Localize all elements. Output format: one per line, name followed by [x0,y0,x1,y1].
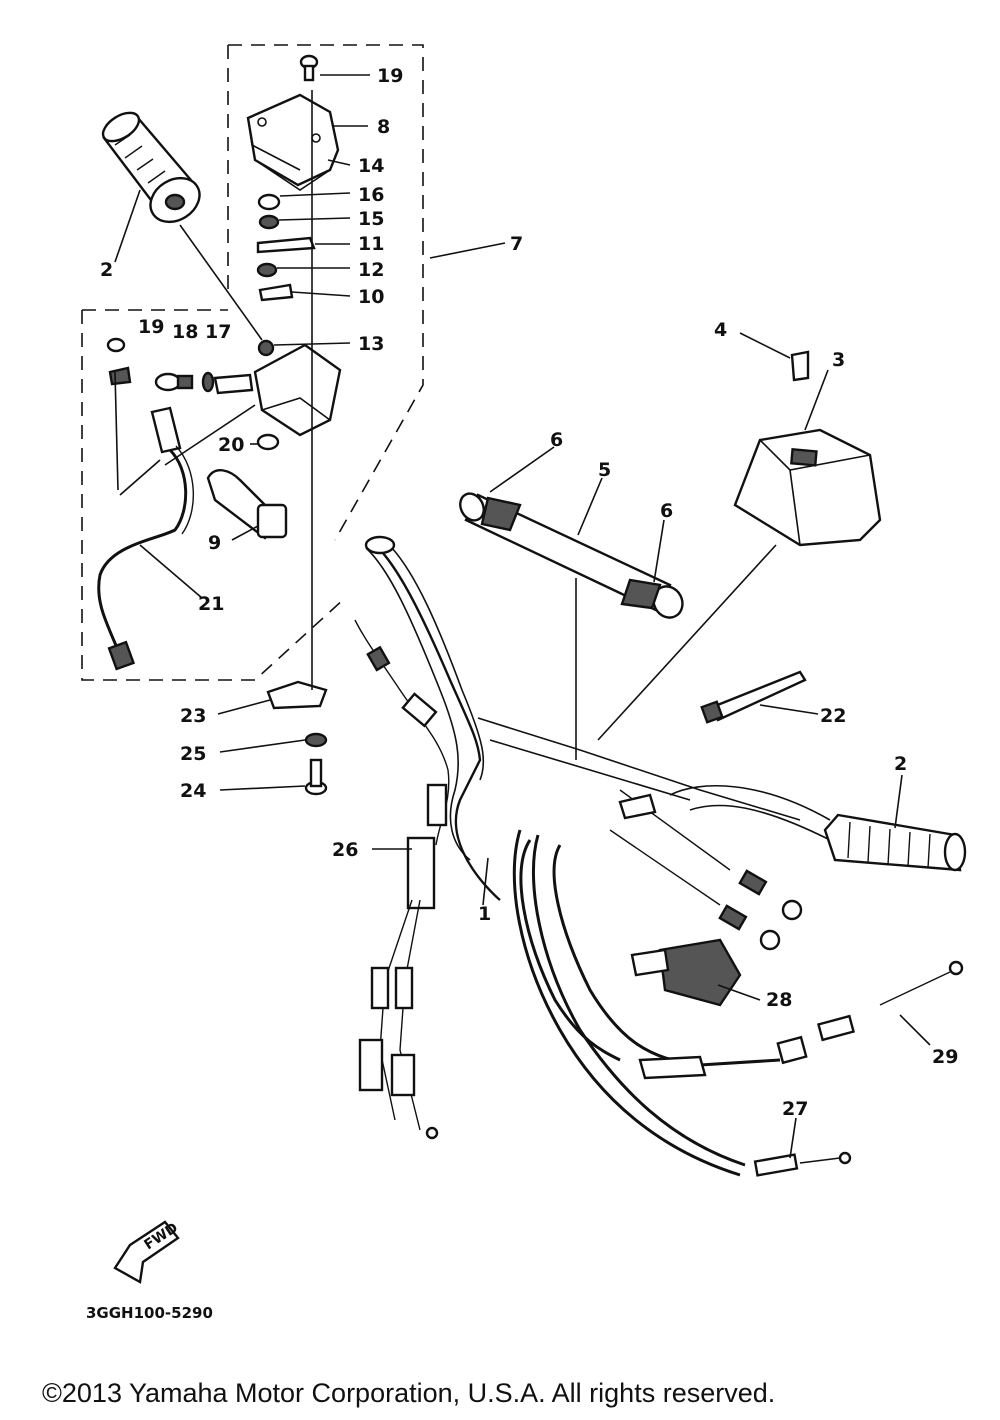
lever-9 [206,469,288,540]
label-4: 4 [714,319,727,341]
label-9: 9 [208,532,221,554]
label-10: 10 [358,286,384,308]
label-13: 13 [358,333,384,355]
label-25: 25 [180,743,206,765]
label-14: 14 [358,155,384,177]
clamp-23 [266,680,328,796]
label-5: 5 [598,459,611,481]
cable-21 [97,445,195,671]
label-24: 24 [180,780,206,802]
cable-27 [512,829,852,1177]
label-21: 21 [198,593,224,615]
label-19-top: 19 [377,65,403,87]
assembly-left-boundary [81,309,346,681]
washer-stack [256,193,316,302]
label-8: 8 [377,116,390,138]
label-6-right: 6 [660,500,673,522]
label-29: 29 [932,1046,958,1068]
grip-right [823,813,967,872]
switch-3 [733,350,882,547]
adjusters [609,789,803,951]
label-6-left: 6 [550,429,563,451]
left-small-parts [106,337,215,454]
cable-26 [354,619,450,1140]
label-28: 28 [766,989,792,1011]
label-18: 18 [172,321,198,343]
label-23: 23 [180,705,206,727]
throttle-housing [213,339,342,451]
fwd-arrow-icon: FWD [113,1220,181,1284]
leader-lines [114,74,931,1159]
part-labels: 19 8 14 16 15 11 12 10 13 7 2 19 18 17 2… [100,65,958,1120]
lever-28 [630,938,742,1007]
label-27: 27 [782,1098,808,1120]
tie-strap-22 [700,670,807,724]
label-15: 15 [358,208,384,230]
handlebar [364,535,831,901]
label-3: 3 [832,349,845,371]
label-11: 11 [358,233,384,255]
grip-5 [459,492,684,619]
label-20: 20 [218,434,244,456]
label-12: 12 [358,259,384,281]
label-22: 22 [820,705,846,727]
assembly-7-boundary [227,44,424,541]
screw-19-top [299,54,319,82]
label-1: 1 [478,903,491,925]
label-19-left: 19 [138,316,164,338]
label-16: 16 [358,184,384,206]
label-26: 26 [332,839,358,861]
diagram-code: 3GGH100-5290 [86,1304,213,1322]
cable-29 [519,839,964,1080]
copyright-text: ©2013 Yamaha Motor Corporation, U.S.A. A… [42,1378,775,1408]
label-7: 7 [510,233,523,255]
grip-left [101,111,201,224]
label-2-left: 2 [100,259,113,281]
throttle-cover [246,93,340,191]
label-17: 17 [205,321,231,343]
label-2-right: 2 [894,753,907,775]
